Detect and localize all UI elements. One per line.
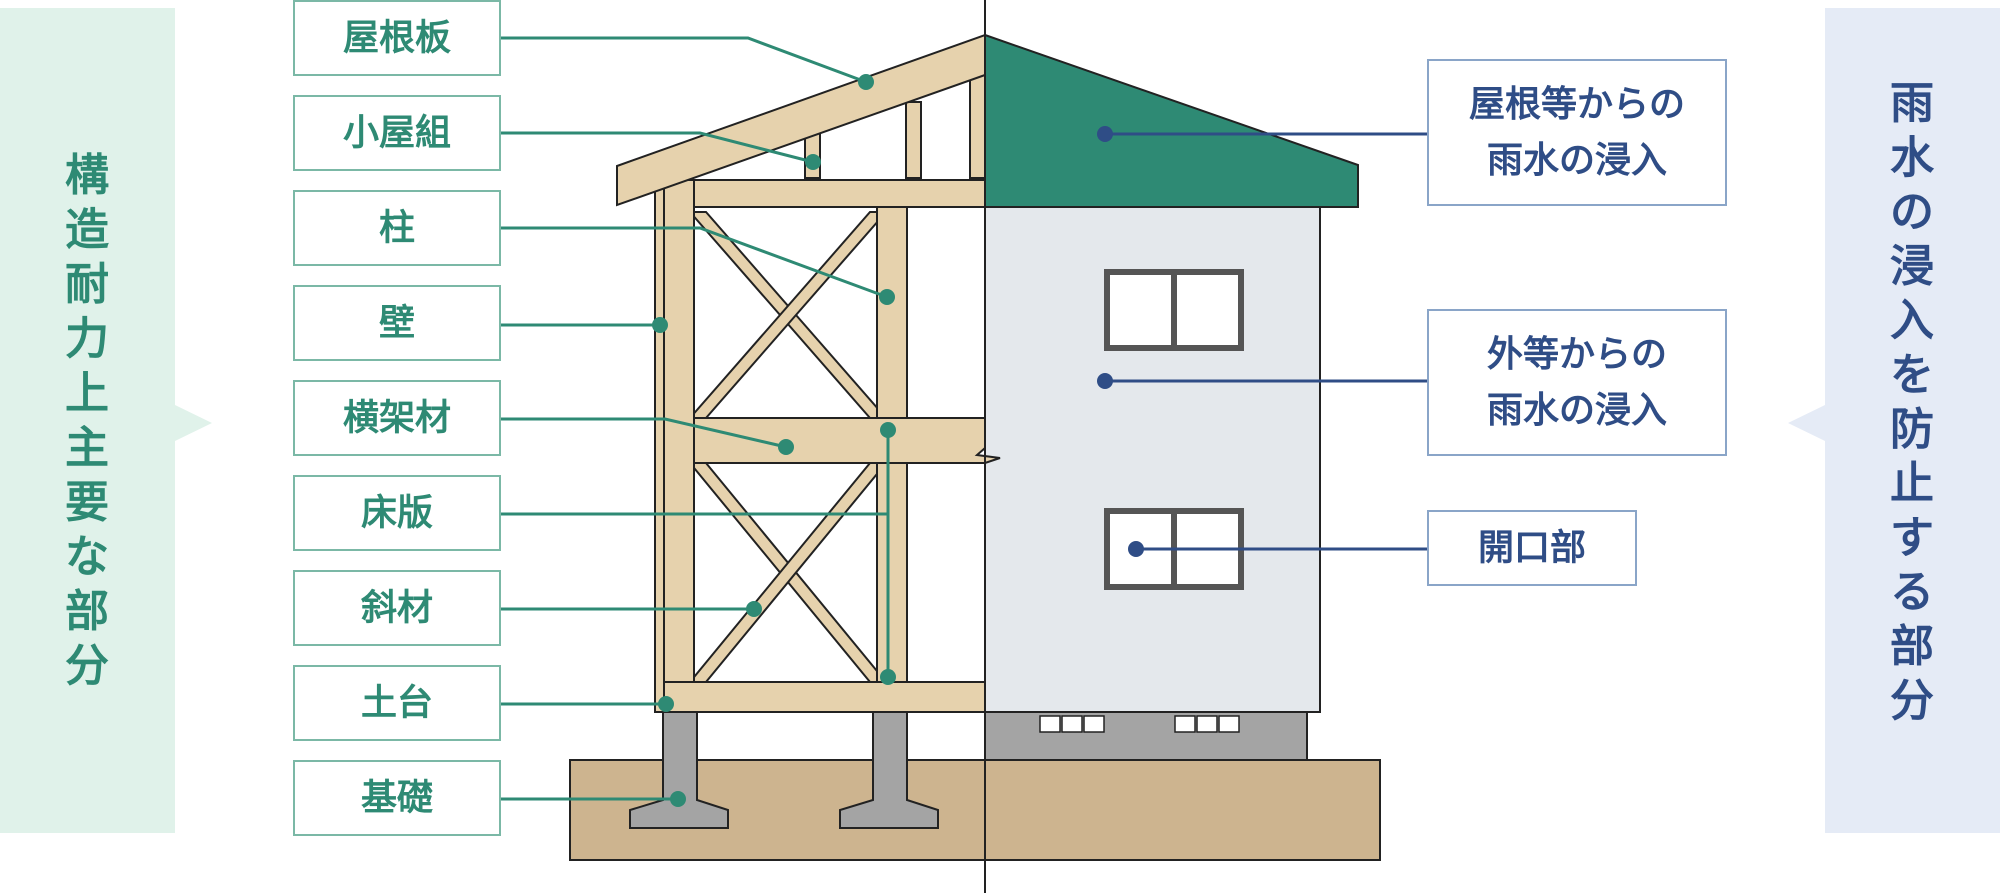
left-title-char: 部 [65,586,109,637]
right-title-char: の [1890,187,1934,238]
right-title-char: 入 [1890,295,1934,346]
right-title-char: 防 [1890,404,1934,455]
part-label-text: 床版 [361,493,433,534]
part-label-box: 柱 [293,190,501,266]
rain-label-text: 開口部 [1478,528,1586,569]
right-title-char: る [1890,567,1934,618]
right-panel-background [1788,8,2000,833]
foundation-footings [629,709,939,829]
part-label-text: 横架材 [343,398,451,439]
roof-covering [984,33,1359,208]
part-label-text: 屋根板 [343,18,451,59]
part-label-frame [293,0,501,76]
part-label-text: 基礎 [361,778,433,819]
floor-beam [693,417,1001,464]
part-label-text: 柱 [379,208,415,249]
left-title-char: 主 [65,423,109,474]
part-label-box: 基礎 [293,760,501,836]
right-title-char: 分 [1890,675,1934,726]
left-title-char: 要 [65,477,109,528]
structural-markers [652,74,896,807]
corner-post [663,179,695,713]
left-panel-background [0,8,212,833]
part-label-frame [293,475,501,551]
left-title-char: 構 [65,150,109,201]
part-label-box: 斜材 [293,570,501,646]
part-label-frame [293,190,501,266]
rain-label-text: 屋根等からの [1469,84,1685,125]
part-label-frame [293,760,501,836]
left-title-char: 造 [65,205,109,256]
outer-wall-stud [654,179,665,713]
right-panel-title: 雨水の浸入を防止する部分 [1890,78,1935,726]
rain-label-box: 開口部 [1427,510,1637,586]
part-label-text: 土台 [361,683,433,724]
braces [687,211,889,683]
rain-label-frame [1427,59,1727,206]
rain-leaders [1105,132,1428,551]
rain-label-frame [1427,510,1637,586]
right-title-char: 部 [1890,621,1934,672]
left-panel-title: 構造耐力上主要な部分 [65,150,109,692]
part-label-frame [293,380,501,456]
part-label-frame [293,665,501,741]
right-title-char: 浸 [1890,241,1934,292]
part-label-text: 斜材 [361,588,433,629]
part-label-text: 小屋組 [343,113,451,154]
structural-leaders [500,36,890,801]
part-label-box: 小屋組 [293,95,501,171]
right-title-char: を [1890,350,1934,401]
rain-label-text: 外等からの [1487,334,1667,375]
window-upper [1104,269,1244,351]
left-title-char: 分 [65,641,109,692]
right-title-char: す [1890,512,1934,563]
part-label-box: 床版 [293,475,501,551]
footing-right [839,709,939,829]
skirt-foundation [984,711,1308,761]
wood-frame [616,33,1001,713]
right-title-char: 雨 [1890,78,1934,129]
rain-label-text: 雨水の浸入 [1487,390,1667,431]
part-label-box: 土台 [293,665,501,741]
left-title-char: 上 [65,368,109,419]
part-label-box: 壁 [293,285,501,361]
part-label-frame [293,285,501,361]
left-title-char: 耐 [65,259,109,310]
sill [663,681,986,713]
rain-label-frame [1427,309,1727,456]
part-label-frame [293,95,501,171]
part-label-box: 横架材 [293,380,501,456]
right-title-char: 止 [1890,458,1934,509]
right-title-char: 水 [1890,132,1935,183]
part-label-text: 壁 [379,303,415,344]
right-panel: 雨水の浸入を防止する部分 [1788,8,2000,833]
left-title-char: な [65,532,109,583]
top-beam [693,179,986,208]
rain-label-text: 雨水の浸入 [1487,140,1667,181]
finished-house [984,33,1359,761]
part-label-frame [293,570,501,646]
rain-markers [1097,126,1144,557]
part-label-box: 屋根板 [293,0,501,76]
left-panel: 構造耐力上主要な部分 [0,8,212,833]
left-title-char: 力 [65,314,109,365]
footing-left [629,709,729,829]
foundation-vents [1039,715,1240,733]
